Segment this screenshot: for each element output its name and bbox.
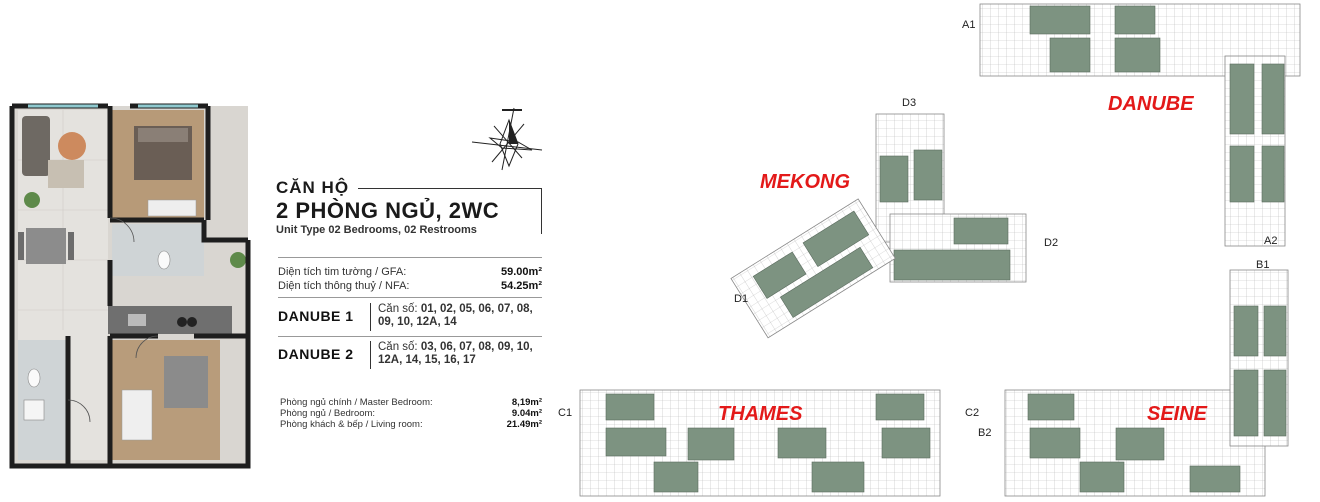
mekong-tower [730,113,1027,339]
block-label-b2: B2 [978,427,991,439]
room-area-row: Phòng khách & bếp / Living room: 21.49m² [280,419,542,430]
units-label: Căn số: [378,341,418,353]
building-name: DANUBE 2 [278,346,354,362]
unit-floor-plan [9,103,251,469]
room-value: 21.49m² [506,419,542,430]
units-values: 03, 06, 07, 08, 09, 10, 12A, 14, 15, 16,… [378,341,533,366]
thames-tower [579,389,941,497]
area-label: Diện tích thông thuỷ / NFA: [278,280,410,292]
area-value: 54.25m² [501,280,542,292]
compass-rose-icon [471,107,543,171]
danube-tower [979,3,1301,247]
building-separator [370,303,371,331]
room-label: Phòng khách & bếp / Living room: [280,419,423,430]
units-label: Căn số: [378,303,418,315]
heading-line1: CĂN HỘ [276,178,350,197]
units-values: 01, 02, 05, 06, 07, 08, 09, 10, 12A, 14 [378,303,533,328]
building-separator [370,341,371,369]
divider [278,257,542,258]
heading-rule-vertical [541,188,542,234]
block-label-c1: C1 [558,407,572,419]
building-unit-list: Căn số: 03, 06, 07, 08, 09, 10, 12A, 14,… [378,341,543,367]
room-value: 9.04m² [511,408,542,419]
area-label: Diện tích tim tường / GFA: [278,266,407,278]
block-label-c2: C2 [965,407,979,419]
seine-tower [1004,269,1289,497]
room-value: 8,19m² [511,397,542,408]
building-name: DANUBE 1 [278,308,354,324]
tower-name-mekong: MEKONG [760,171,850,193]
site-plan: DANUBE MEKONG THAMES SEINE A1 A2 D3 D2 D… [558,3,1301,497]
room-label: Phòng ngủ chính / Master Bedroom: [280,397,433,408]
tower-name-seine: SEINE [1147,403,1208,425]
room-area-row: Phòng ngủ / Bedroom: 9.04m² [280,408,542,419]
room-label: Phòng ngủ / Bedroom: [280,408,376,419]
unit-type-subtitle: Unit Type 02 Bedrooms, 02 Restrooms [276,224,477,236]
tower-name-danube: DANUBE [1108,93,1194,115]
tower-name-thames: THAMES [718,403,803,425]
block-label-b1: B1 [1256,259,1269,271]
block-label-d3: D3 [902,97,916,109]
block-label-d1: D1 [734,293,748,305]
block-label-a1: A1 [962,19,975,31]
heading-rule [358,188,542,189]
room-area-row: Phòng ngủ chính / Master Bedroom: 8,19m² [280,397,542,408]
block-label-a2: A2 [1264,235,1277,247]
divider [278,297,542,298]
area-value: 59.00m² [501,266,542,278]
divider [278,336,542,337]
area-row-nfa: Diện tích thông thuỷ / NFA: 54.25m² [278,280,542,292]
heading-line2: 2 PHÒNG NGỦ, 2WC [276,198,500,223]
area-row-gfa: Diện tích tim tường / GFA: 59.00m² [278,266,542,278]
block-label-d2: D2 [1044,237,1058,249]
building-unit-list: Căn số: 01, 02, 05, 06, 07, 08, 09, 10, … [378,303,543,329]
